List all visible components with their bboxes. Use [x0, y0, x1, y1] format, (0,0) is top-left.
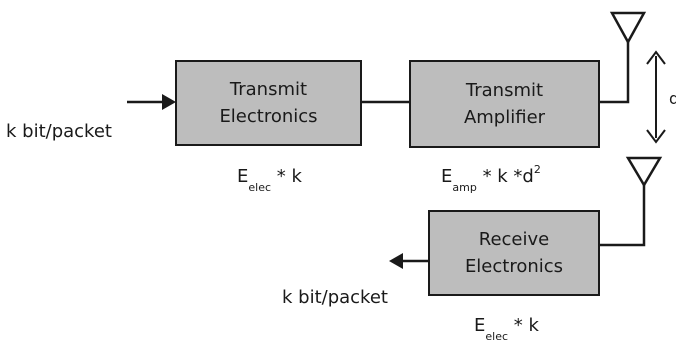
rx-electronics-energy-rest: * k	[513, 315, 539, 336]
transmit-electronics-line2: Electronics	[219, 106, 318, 127]
transmit-amplifier-block: Transmit Amplifier	[409, 60, 600, 148]
receive-electronics-block: Receive Electronics	[428, 210, 600, 296]
transmit-antenna-icon	[609, 11, 647, 45]
rx-electronics-energy-sub: elec	[485, 330, 509, 343]
tx-amplifier-energy-rest: * k *d	[482, 166, 534, 187]
tx-electronics-energy: Eelec * k	[237, 166, 302, 194]
tx-antenna-feed	[600, 42, 630, 104]
transmit-amplifier-line2: Amplifier	[463, 107, 546, 128]
tx-amplifier-energy: Eamp * k *d2	[441, 164, 541, 193]
rx-antenna-feed	[600, 185, 646, 247]
distance-label: d	[669, 89, 676, 108]
distance-arrow	[646, 50, 666, 144]
output-label: k bit/packet	[282, 287, 388, 308]
tx-electronics-energy-rest: * k	[276, 166, 302, 187]
tx-amplifier-energy-sub: amp	[452, 181, 477, 194]
rx-electronics-energy-e: E	[474, 315, 486, 336]
rx-electronics-energy: Eelec * k	[474, 315, 539, 343]
tx-amplifier-energy-e: E	[441, 166, 453, 187]
tx-amplifier-energy-sup: 2	[533, 163, 541, 176]
receive-electronics-line1: Receive	[478, 229, 550, 250]
input-label: k bit/packet	[6, 121, 112, 142]
transmit-electronics-block: Transmit Electronics	[175, 60, 362, 146]
tx-electronics-energy-e: E	[237, 166, 249, 187]
receive-antenna-icon	[625, 156, 663, 188]
tx-electronics-energy-sub: elec	[248, 181, 272, 194]
input-arrow	[127, 94, 176, 110]
receive-electronics-line2: Electronics	[464, 256, 564, 277]
output-arrow	[389, 253, 428, 269]
transmit-electronics-line1: Transmit	[229, 79, 308, 100]
transmit-amplifier-line1: Transmit	[465, 80, 544, 101]
